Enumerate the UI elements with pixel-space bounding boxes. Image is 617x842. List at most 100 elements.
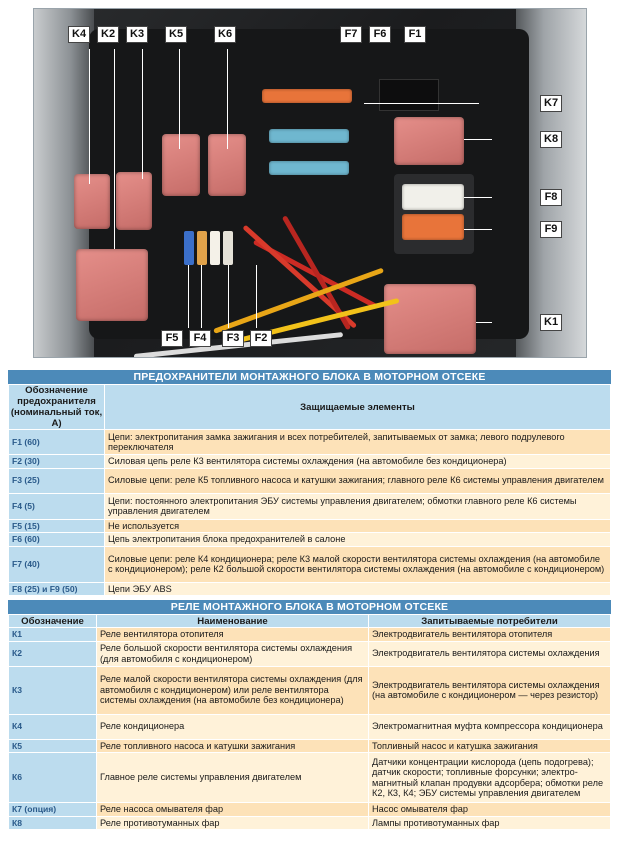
fuses-table: ПРЕДОХРАНИТЕЛИ МОНТАЖНОГО БЛОКА В МОТОРН… bbox=[8, 370, 611, 596]
table-row: F6 (60) Цепь электропитания блока предох… bbox=[8, 532, 611, 547]
fuse-desc: Цепь электропитания блока предохранителе… bbox=[104, 532, 611, 547]
label-f5: F5 bbox=[161, 330, 183, 347]
relays-table: РЕЛЕ МОНТАЖНОГО БЛОКА В МОТОРНОМ ОТСЕКЕ … bbox=[8, 600, 611, 830]
relay-k5-body bbox=[162, 134, 200, 196]
relay-load: Топливный насос и катушка зажигания bbox=[368, 738, 611, 753]
relay-code: К5 bbox=[8, 738, 97, 753]
leader-line bbox=[464, 229, 492, 230]
relay-k2-body bbox=[76, 249, 148, 321]
fuse-code: F4 (5) bbox=[8, 492, 105, 520]
fuse-desc: Силовые цепи: реле К4 кондиционера; реле… bbox=[104, 545, 611, 583]
label-f3: F3 bbox=[222, 330, 244, 347]
table-row: К6 Главное реле системы управления двига… bbox=[8, 752, 611, 803]
label-k7: K7 bbox=[540, 95, 563, 112]
relays-col-code-header: Обозначение bbox=[8, 614, 97, 628]
label-k8: K8 bbox=[540, 131, 563, 148]
leader-line bbox=[228, 265, 229, 328]
label-f6: F6 bbox=[369, 26, 391, 43]
fuse-code: F3 (25) bbox=[8, 467, 105, 494]
leader-line bbox=[256, 265, 257, 328]
fuse-box-photo: K4 K2 K3 K5 K6 F7 F6 F1 K7 K8 F8 F9 K1 F… bbox=[33, 8, 587, 358]
fuse-code: F2 (30) bbox=[8, 454, 105, 469]
table-row: F8 (25) и F9 (50) Цепи ЭБУ ABS bbox=[8, 581, 611, 596]
leader-line bbox=[201, 265, 202, 328]
relay-load: Электродвигатель вентилятора системы охл… bbox=[368, 665, 611, 715]
relay-code: К4 bbox=[8, 713, 97, 740]
table-row: К5 Реле топливного насоса и катушки зажи… bbox=[8, 738, 611, 753]
leader-line bbox=[227, 49, 228, 149]
fuse-f2-body bbox=[223, 231, 233, 265]
label-k1: K1 bbox=[540, 314, 563, 331]
fuse-f3-body bbox=[210, 231, 220, 265]
label-f2: F2 bbox=[250, 330, 272, 347]
label-k2: K2 bbox=[97, 26, 120, 43]
relay-code: К1 bbox=[8, 627, 97, 642]
leader-line bbox=[142, 49, 143, 179]
fuse-code: F5 (15) bbox=[8, 518, 105, 533]
relay-name: Реле малой скорости вентилятора системы … bbox=[96, 665, 369, 715]
fuses-table-title: ПРЕДОХРАНИТЕЛИ МОНТАЖНОГО БЛОКА В МОТОРН… bbox=[8, 370, 611, 384]
table-row: F2 (30) Силовая цепь реле К3 вентилятора… bbox=[8, 454, 611, 469]
fuses-col-desc-header: Защищаемые элементы bbox=[104, 384, 611, 430]
relay-code: К8 bbox=[8, 815, 97, 830]
relay-load: Насос омывателя фар bbox=[368, 802, 611, 817]
table-row: F1 (60) Цепи: электропитания замка зажиг… bbox=[8, 429, 611, 455]
relay-k1-body bbox=[384, 284, 476, 354]
leader-line bbox=[364, 103, 479, 104]
fuse-f7-body bbox=[262, 89, 352, 103]
table-row: К4 Реле кондиционера Электромагнитная му… bbox=[8, 713, 611, 740]
relays-col-load-header: Запитываемые потребители bbox=[368, 614, 611, 628]
relays-col-name-header: Наименование bbox=[96, 614, 369, 628]
relay-code: К2 bbox=[8, 640, 97, 667]
label-f4: F4 bbox=[189, 330, 211, 347]
fuse-desc: Силовая цепь реле К3 вентилятора системы… bbox=[104, 454, 611, 469]
table-row: F3 (25) Силовые цепи: реле К5 топливного… bbox=[8, 467, 611, 494]
leader-line bbox=[464, 139, 492, 140]
fuse-desc: Цепи ЭБУ ABS bbox=[104, 581, 611, 596]
relay-name: Реле насоса омывателя фар bbox=[96, 802, 369, 817]
relay-name: Реле большой скорости вентилятора систем… bbox=[96, 640, 369, 667]
table-row: F4 (5) Цепи: постоянного электропитания … bbox=[8, 492, 611, 520]
label-k3: K3 bbox=[126, 26, 149, 43]
fuse-code: F1 (60) bbox=[8, 429, 105, 455]
fuse-f6-body bbox=[269, 129, 349, 143]
label-f9: F9 bbox=[540, 221, 562, 238]
label-f1: F1 bbox=[404, 26, 426, 43]
relay-k3-body bbox=[116, 172, 152, 230]
table-row: К2 Реле большой скорости вентилятора сис… bbox=[8, 640, 611, 667]
relay-code: К6 bbox=[8, 752, 97, 803]
relay-name: Реле топливного насоса и катушки зажиган… bbox=[96, 738, 369, 753]
leader-line bbox=[179, 49, 180, 149]
relay-load: Электродвигатель вентилятора отопителя bbox=[368, 627, 611, 642]
table-row: К7 (опция) Реле насоса омывателя фар Нас… bbox=[8, 802, 611, 817]
fuse-code: F6 (60) bbox=[8, 532, 105, 547]
leader-line bbox=[476, 322, 492, 323]
label-k6: K6 bbox=[214, 26, 237, 43]
fuses-col-code-header: Обозначение предохранителя (номинальный … bbox=[8, 384, 105, 430]
relay-load: Электродвигатель вентилятора системы охл… bbox=[368, 640, 611, 667]
fuse-desc: Цепи: постоянного электропитания ЭБУ сис… bbox=[104, 492, 611, 520]
relays-table-title: РЕЛЕ МОНТАЖНОГО БЛОКА В МОТОРНОМ ОТСЕКЕ bbox=[8, 600, 611, 614]
leader-line bbox=[464, 197, 492, 198]
relay-load: Датчики концентрации кислорода (цепь под… bbox=[368, 752, 611, 803]
label-k5: K5 bbox=[165, 26, 188, 43]
label-k4: K4 bbox=[68, 26, 91, 43]
leader-line bbox=[114, 49, 115, 249]
label-f7: F7 bbox=[340, 26, 362, 43]
relay-name: Реле вентилятора отопителя bbox=[96, 627, 369, 642]
leader-line bbox=[89, 49, 90, 184]
relay-code: К7 (опция) bbox=[8, 802, 97, 817]
relay-k4-body bbox=[74, 174, 110, 229]
fuse-f4-body bbox=[197, 231, 207, 265]
fuse-desc: Не используется bbox=[104, 518, 611, 533]
fuse-desc: Силовые цепи: реле К5 топливного насоса … bbox=[104, 467, 611, 494]
relay-name: Реле кондиционера bbox=[96, 713, 369, 740]
fuse-desc: Цепи: электропитания замка зажигания и в… bbox=[104, 429, 611, 455]
label-f8: F8 bbox=[540, 189, 562, 206]
leader-line bbox=[188, 265, 189, 328]
fuse-f8-body bbox=[402, 184, 464, 210]
fuse-code: F8 (25) и F9 (50) bbox=[8, 581, 105, 596]
relay-k8-body bbox=[394, 117, 464, 165]
fuse-f9-body bbox=[402, 214, 464, 240]
relay-load: Электромагнитная муфта компрессора конди… bbox=[368, 713, 611, 740]
